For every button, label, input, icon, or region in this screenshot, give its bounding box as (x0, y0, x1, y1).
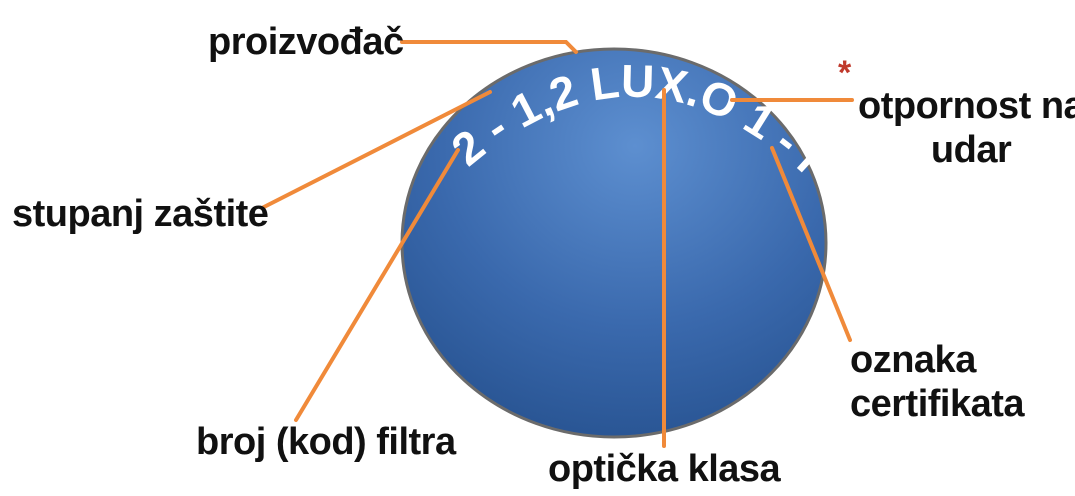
label-impact-line2: udar (930, 129, 1012, 171)
leader-filter (294, 148, 460, 422)
label-filter-code: broj (kod) filtra (196, 421, 456, 463)
label-certificate-line1: oznaka (850, 339, 976, 381)
label-impact-line1: otpornost na (858, 85, 1075, 127)
label-certificate-line2: certifikata (850, 383, 1025, 425)
label-protection-level: stupanj zaštite (12, 193, 269, 235)
leader-certificate (770, 146, 852, 342)
leader-lines (260, 40, 854, 448)
impact-asterisk: * (838, 54, 852, 92)
label-impact-resistance: otpornost na udar (858, 84, 1075, 172)
leader-protection (260, 90, 492, 210)
label-certificate-mark: oznaka certifikata (850, 338, 1025, 426)
label-optical-class: optička klasa (548, 448, 781, 490)
leader-manufacturer (400, 40, 578, 54)
label-manufacturer: proizvođač (208, 21, 404, 63)
